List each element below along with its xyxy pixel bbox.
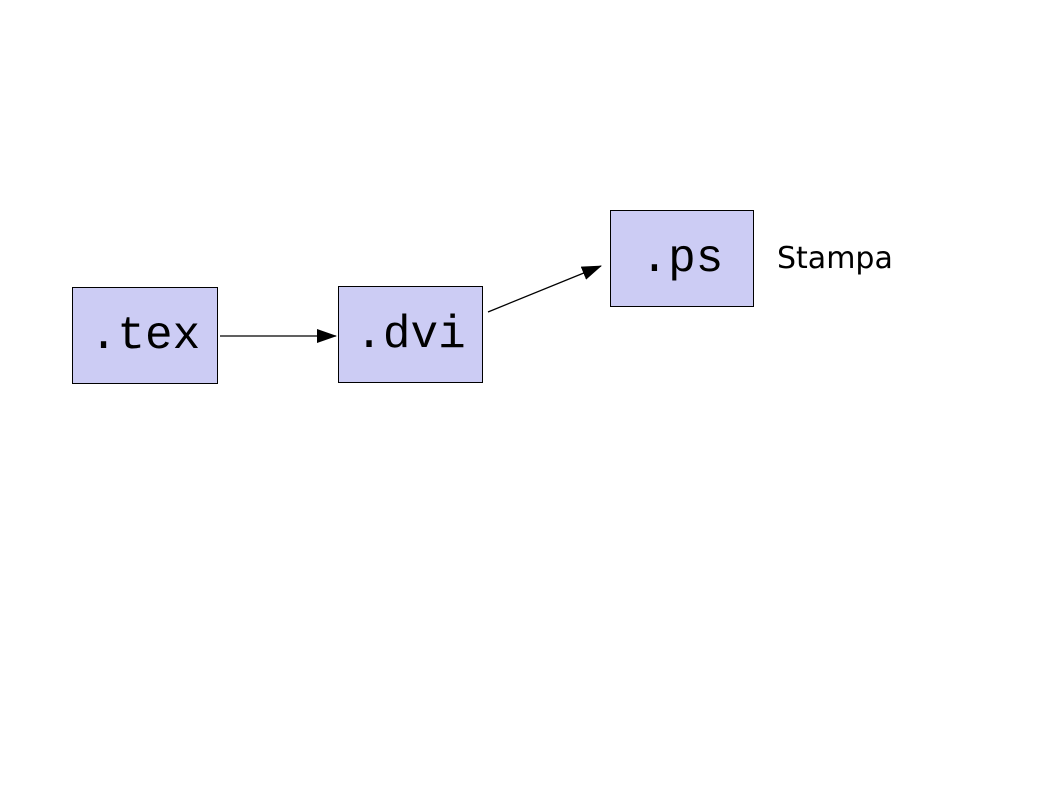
node-dvi: .dvi — [338, 286, 483, 383]
annotation-stampa-label: Stampa — [777, 241, 893, 276]
node-tex: .tex — [72, 287, 218, 384]
node-ps: .ps — [610, 210, 754, 307]
node-tex-label: .tex — [89, 309, 201, 362]
node-dvi-label: .dvi — [355, 308, 466, 361]
node-ps-label: .ps — [640, 232, 724, 285]
annotation-stampa: Stampa — [777, 210, 893, 307]
arrow-dvi-to-ps — [487, 265, 602, 313]
